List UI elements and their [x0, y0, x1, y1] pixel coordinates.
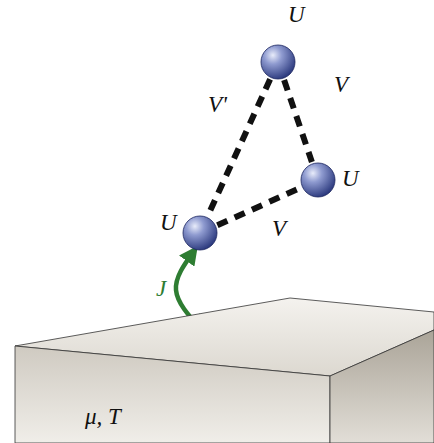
- sphere: [261, 45, 295, 79]
- coupling-label: J: [156, 276, 166, 301]
- interaction-line: [284, 80, 312, 162]
- sphere: [183, 216, 217, 250]
- reservoir-side-face: [330, 330, 434, 443]
- site-sphere: U: [183, 216, 217, 250]
- reservoir-front-face: [15, 346, 330, 443]
- sphere-graphic: [183, 216, 217, 250]
- sphere-graphic: [301, 163, 335, 197]
- interaction-line: [208, 79, 270, 215]
- sphere: [301, 163, 335, 197]
- site-sphere: U: [301, 163, 335, 197]
- site-label: U: [160, 210, 177, 235]
- interaction-line: [217, 188, 300, 225]
- reservoir-block: μ, T: [15, 298, 434, 443]
- interaction-label: V: [334, 72, 348, 97]
- sphere-graphic: [261, 45, 295, 79]
- site-label: U: [342, 166, 359, 191]
- interaction-label: V': [208, 92, 227, 117]
- reservoir-label: μ, T: [85, 404, 121, 429]
- site-sphere: U: [261, 45, 295, 79]
- site-label: U: [288, 2, 305, 27]
- block-graphic: [15, 298, 434, 443]
- interaction-label: V: [272, 216, 286, 241]
